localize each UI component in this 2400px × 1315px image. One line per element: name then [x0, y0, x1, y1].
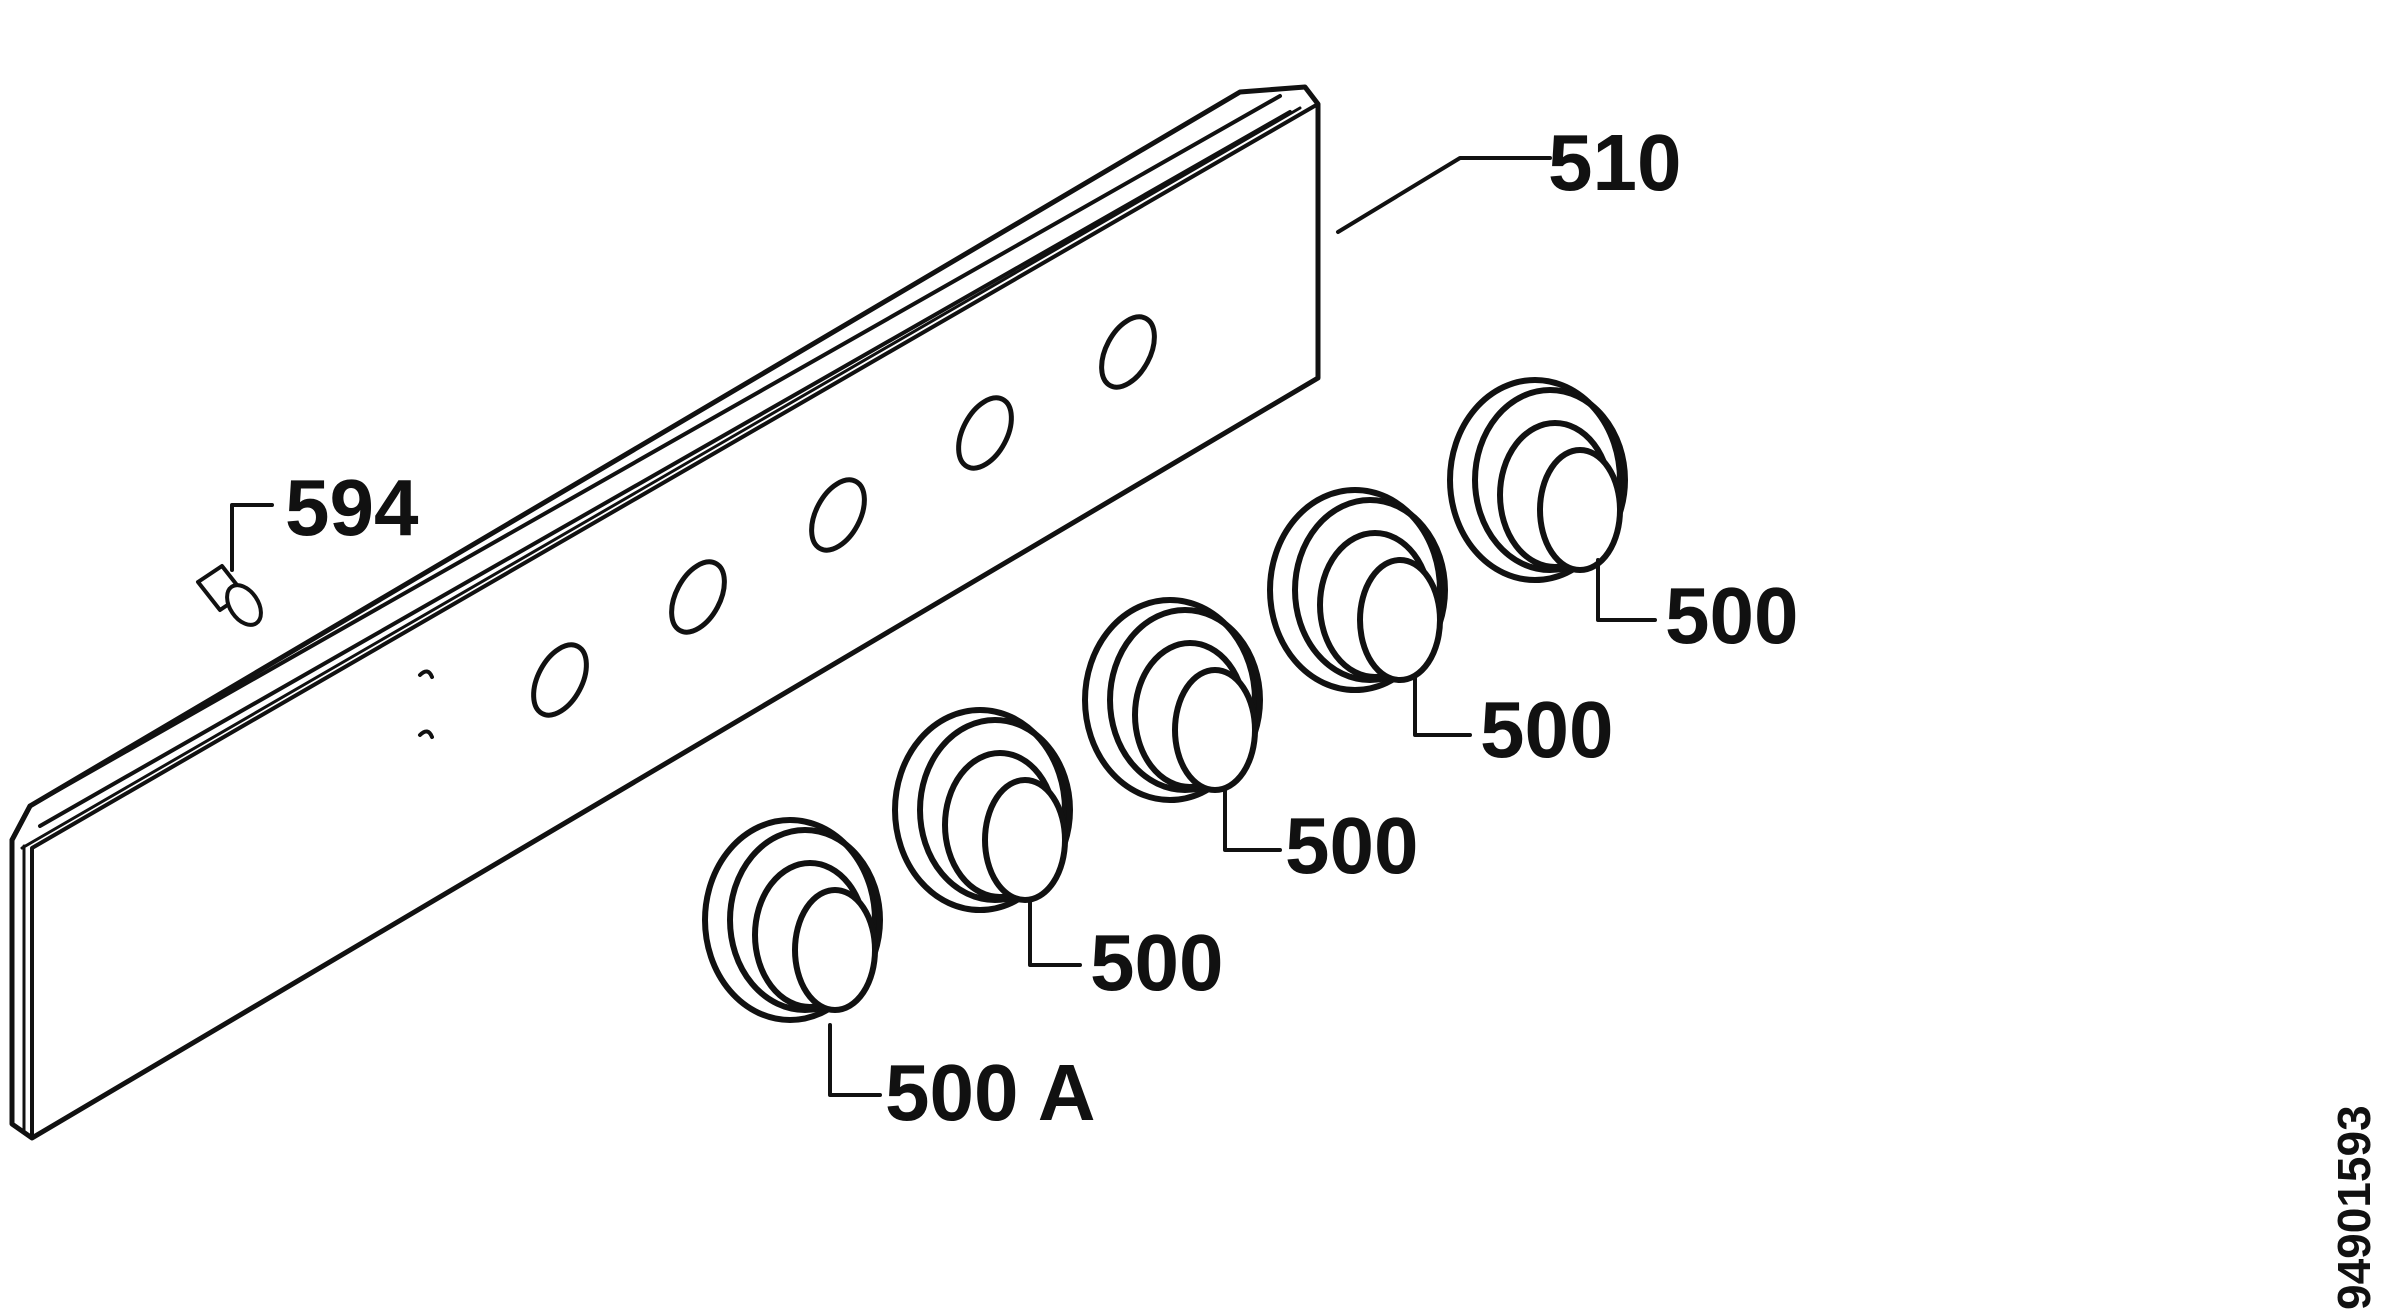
screw: [196, 564, 263, 627]
control-knob: [1447, 377, 1628, 583]
callout-knob-3: 500: [1285, 801, 1418, 890]
panel-mark: [418, 729, 434, 739]
knob-hole: [531, 642, 589, 718]
knob-hole: [809, 477, 867, 553]
callout-knob-2: 500: [1090, 918, 1223, 1007]
leader-knob-1: [828, 1023, 882, 1097]
callout-knob-1: 500 A: [885, 1048, 1096, 1137]
leader-knob-3: [1223, 788, 1282, 852]
control-knob: [1082, 597, 1263, 803]
leader-knob-2: [1028, 898, 1082, 967]
leader-screw: [230, 503, 274, 572]
control-knob: [892, 707, 1073, 913]
leader-knob-5: [1596, 558, 1657, 622]
callout-knob-4: 500: [1480, 685, 1613, 774]
leader-panel: [1336, 156, 1552, 234]
callout-panel: 510: [1548, 118, 1681, 207]
leader-knob-4: [1413, 673, 1472, 737]
panel-mark: [418, 669, 434, 679]
control-knob: [1267, 487, 1448, 693]
callout-knob-5: 500: [1665, 571, 1798, 660]
control-knob: [702, 817, 883, 1023]
control-panel: [9, 84, 1321, 1141]
knob-hole: [669, 559, 727, 635]
figure-number: 94901593: [2328, 1105, 2380, 1310]
callout-screw: 594: [285, 463, 419, 552]
knob-hole: [956, 395, 1014, 471]
leader-lines: [230, 156, 1657, 1097]
knob-hole: [1099, 314, 1157, 390]
